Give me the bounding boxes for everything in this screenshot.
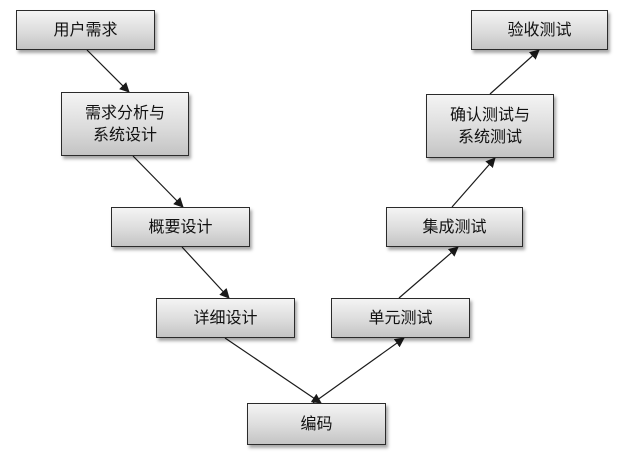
node-label: 详细设计 [193,308,258,327]
node-label: 验收测试 [507,20,572,39]
node-label: 单元测试 [368,308,433,327]
arrow-architecture-to-detailed [181,246,230,299]
node-label-line-1: 确认测试与 [449,105,530,124]
arrow-unit-to-integration [398,246,459,299]
node-label-line-2: 系统测试 [457,127,522,146]
node-acceptance-testing: 验收测试 [471,10,608,50]
node-label: 概要设计 [148,217,213,236]
node-label: 用户需求 [53,20,118,39]
node-unit-testing: 单元测试 [331,298,470,338]
arrow-coding-to-unit [312,337,405,404]
node-label-line-2: 系统设计 [92,125,157,144]
node-user-requirements: 用户需求 [16,10,155,50]
node-detailed-design: 详细设计 [156,298,295,338]
arrow-detailed-to-coding [224,337,322,404]
arrow-integration-to-confirmation [451,157,496,208]
node-integration-testing: 集成测试 [386,207,523,247]
node-label-line-1: 需求分析与 [84,103,165,122]
node-label: 编码 [300,414,333,433]
node-architecture-design: 概要设计 [111,207,250,247]
node-requirements-analysis: 需求分析与 系统设计 [61,92,189,156]
node-label: 集成测试 [422,217,487,236]
node-coding: 编码 [247,403,386,445]
arrow-requirements-to-analysis [86,49,130,93]
arrow-analysis-to-architecture [132,155,184,208]
node-confirmation-testing: 确认测试与 系统测试 [426,94,554,158]
arrow-confirmation-to-acceptance [489,49,540,95]
